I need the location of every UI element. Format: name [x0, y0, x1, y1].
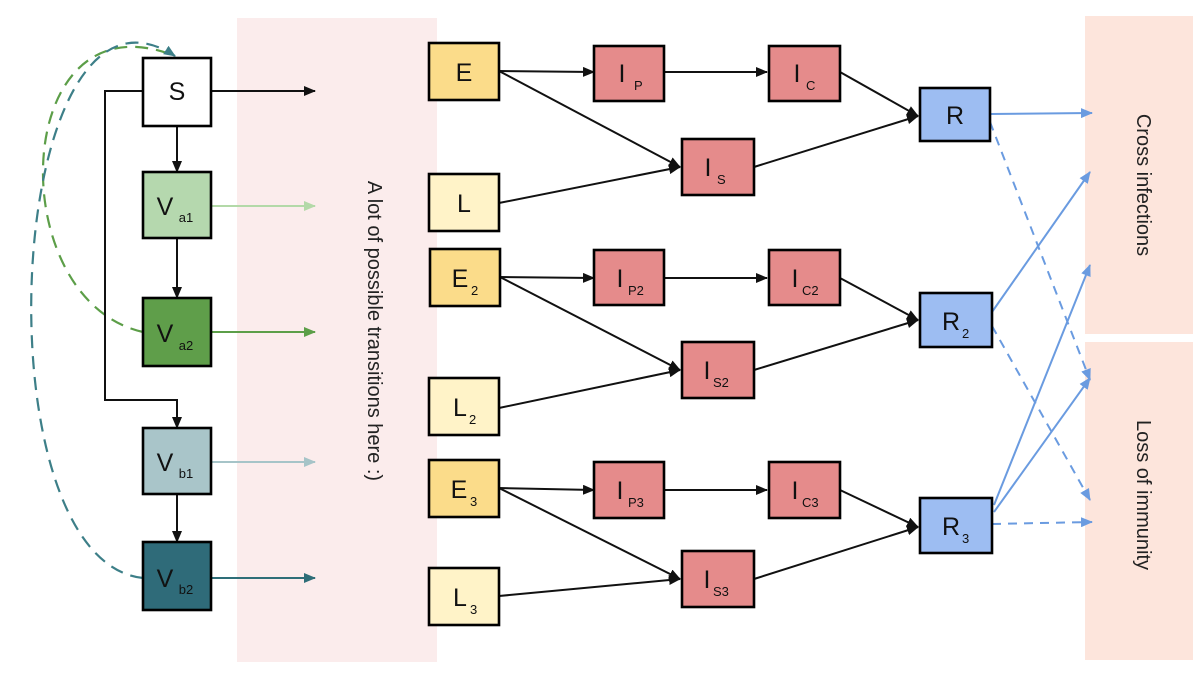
node-e3-subscript: 3: [470, 494, 477, 509]
edge-e-to-is: [498, 70, 681, 168]
node-ip2: I P2: [592, 248, 666, 307]
edge-r3-to-loss: [991, 517, 1093, 528]
edge-is-to-r: [753, 114, 919, 168]
edge-e3-to-ip3: [498, 484, 595, 495]
node-r2-subscript: 2: [962, 326, 969, 341]
edge-e-to-ip: [498, 66, 595, 77]
node-l3-label: L: [453, 584, 467, 612]
node-r3: R 3: [918, 496, 994, 555]
node-is2-subscript: S2: [713, 375, 729, 390]
node-vb2-subscript: b2: [179, 582, 193, 597]
node-l2: L 2: [427, 376, 501, 437]
node-ic3-subscript: C3: [802, 495, 819, 510]
node-va2-label: V: [157, 320, 174, 348]
waning-arc-vb2-to-s: [30, 41, 176, 580]
node-ip3-subscript: P3: [628, 495, 644, 510]
node-vb1: V b1: [141, 426, 213, 496]
node-l2-label: L: [453, 394, 467, 422]
node-is: I S: [680, 137, 756, 197]
node-is3-subscript: S3: [713, 584, 729, 599]
node-ic-label: I: [794, 60, 801, 88]
edge-r3-to-cross-a: [993, 264, 1091, 506]
edge-s-to-vb1: [104, 90, 182, 429]
node-s-label: S: [169, 78, 186, 106]
node-ic2-label: I: [792, 265, 799, 293]
edge-r-to-cross: [989, 108, 1093, 119]
edge-r3-to-cross-b: [993, 377, 1091, 513]
node-va2-subscript: a2: [179, 338, 193, 353]
edge-r2-to-cross: [991, 171, 1091, 313]
edge-is3-to-r3: [753, 525, 919, 580]
edge-ic3-to-r3: [839, 489, 919, 528]
node-is2-label: I: [704, 357, 711, 385]
cross-infections-panel: [1085, 16, 1193, 334]
node-r: R: [918, 86, 992, 143]
node-ip: I P: [592, 44, 666, 103]
edge-r-to-loss: [989, 121, 1091, 381]
edge-l3-to-is3: [498, 575, 681, 597]
node-ic3: I C3: [767, 460, 842, 520]
node-r3-subscript: 3: [962, 531, 969, 546]
node-va1-subscript: a1: [179, 210, 193, 225]
node-ip-label: I: [619, 60, 626, 88]
node-va2: V a2: [141, 296, 213, 368]
node-r3-label: R: [942, 513, 960, 541]
edge-is2-to-r2: [753, 318, 919, 371]
node-e3: E 3: [427, 458, 501, 519]
edge-ic2-to-r2: [839, 277, 919, 321]
edge-l2-to-is2: [498, 367, 681, 409]
node-va1-label: V: [157, 193, 174, 221]
node-l: L: [427, 172, 501, 233]
node-ic3-label: I: [792, 477, 799, 505]
transitions-panel-label: A lot of possible transitions here :): [363, 181, 385, 481]
node-is-label: I: [705, 154, 712, 182]
node-l3: L 3: [427, 566, 501, 627]
node-r2-label: R: [942, 308, 960, 336]
edge-r2-to-loss: [991, 325, 1091, 501]
edge-ic-to-r: [839, 71, 919, 117]
node-ic: I C: [767, 44, 842, 103]
edge-e2-to-is2: [499, 276, 681, 371]
node-r2: R 2: [918, 291, 994, 349]
node-e2-subscript: 2: [471, 283, 478, 298]
node-is3: I S3: [680, 549, 756, 609]
node-r-label: R: [946, 102, 964, 130]
edge-e2-to-ip2: [499, 272, 595, 283]
node-vb2-label: V: [157, 565, 174, 593]
node-ic2: I C2: [767, 248, 842, 307]
node-ic-subscript: C: [806, 78, 815, 93]
node-ic2-subscript: C2: [802, 283, 819, 298]
node-s: S: [141, 56, 213, 128]
node-vb1-label: V: [157, 449, 174, 477]
node-l-label: L: [457, 190, 471, 218]
node-vb2: V b2: [141, 540, 213, 612]
node-is3-label: I: [704, 566, 711, 594]
node-ip3: I P3: [592, 460, 666, 520]
node-e: E: [427, 41, 501, 102]
node-ip2-label: I: [617, 265, 624, 293]
node-l2-subscript: 2: [469, 412, 476, 427]
node-ip-subscript: P: [634, 78, 643, 93]
node-ip3-label: I: [617, 477, 624, 505]
edge-l-to-is: [498, 164, 681, 204]
node-is2: I S2: [680, 340, 756, 400]
transitions-panel: [237, 18, 437, 662]
node-e-label: E: [456, 59, 473, 87]
node-vb1-subscript: b1: [179, 466, 193, 481]
node-is-subscript: S: [717, 172, 726, 187]
loss-of-immunity-label: Loss of immunity: [1132, 420, 1154, 570]
node-l3-subscript: 3: [470, 602, 477, 617]
loss-of-immunity-panel: [1085, 342, 1193, 660]
node-e3-label: E: [451, 476, 468, 504]
node-e2-label: E: [452, 265, 469, 293]
edge-e3-to-is3: [498, 487, 681, 580]
waning-arc-va2-to-s: [41, 46, 176, 334]
node-ip2-subscript: P2: [628, 283, 644, 298]
node-e2: E 2: [428, 247, 502, 308]
cross-infections-label: Cross infections: [1132, 114, 1154, 256]
node-va1: V a1: [141, 170, 213, 240]
